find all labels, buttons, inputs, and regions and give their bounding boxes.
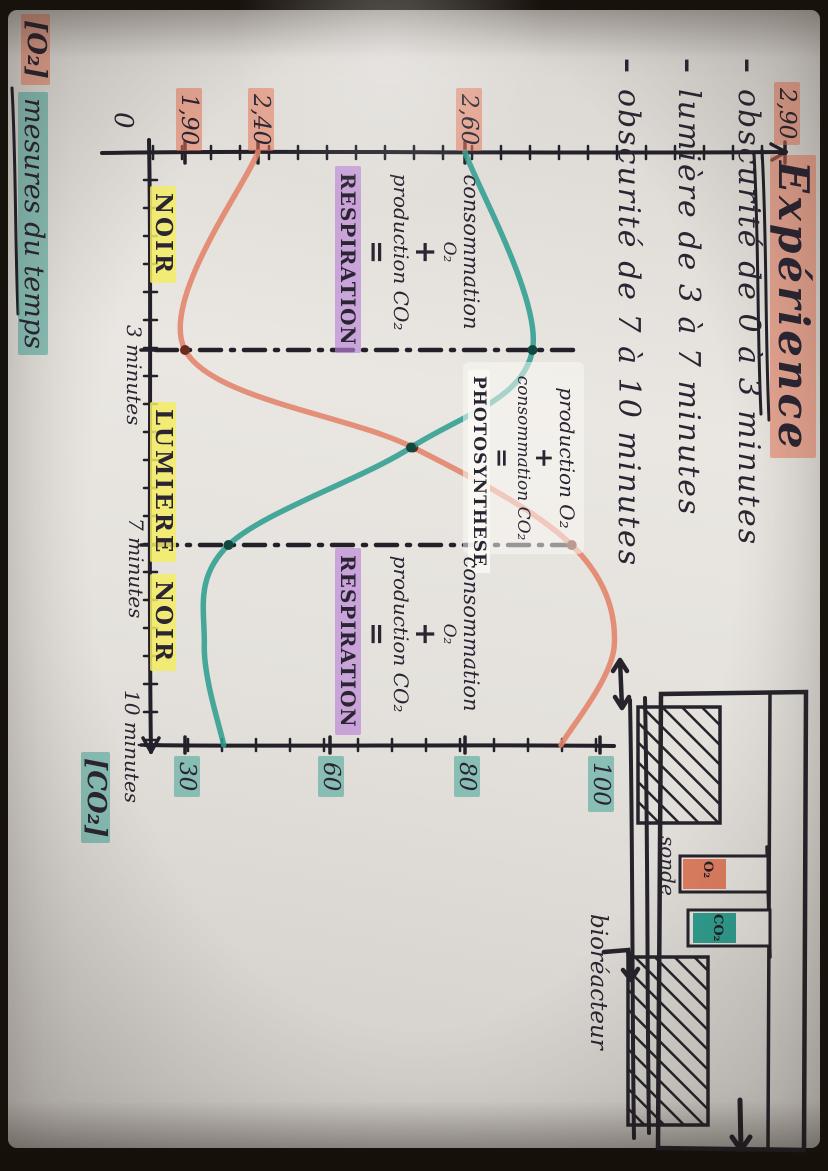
annotation-respiration-1: consommation O₂ + production CO₂ = RESPI…	[334, 166, 483, 353]
origin-label: 0	[108, 112, 138, 129]
o2-tick-190: 1,90	[175, 88, 202, 152]
note-text: lumière de 3 à 7 minutes	[671, 89, 706, 517]
bullet-dash: –	[611, 58, 646, 75]
annotation-line: consommation	[459, 556, 483, 712]
co2-tick-30: 30	[173, 756, 200, 798]
process-label-photosynthese: PHOTOSYNTHESE	[468, 370, 491, 573]
time-axis-title: mesures du temps	[17, 92, 49, 355]
period-noir-2: NOIR	[149, 574, 177, 671]
probe-tag-co2: CO₂	[710, 914, 725, 942]
equals-sign: =	[487, 447, 517, 469]
note-line-1: – obscurité de 0 à 3 minutes	[731, 58, 766, 546]
o2-axis-label: [O₂]	[20, 14, 51, 85]
curve-marker	[527, 345, 538, 355]
curve-marker	[223, 540, 234, 550]
process-label-respiration: RESPIRATION	[334, 166, 361, 353]
page-title: Expérience	[769, 155, 818, 458]
annotation-line: consommation	[459, 174, 483, 330]
process-label-respiration: RESPIRATION	[334, 548, 361, 735]
note-line-3: – obscurité de 7 à 10 minutes	[611, 58, 646, 567]
note-text: obscurité de 0 à 3 minutes	[731, 89, 766, 547]
bullet-dash: –	[671, 58, 706, 75]
hatched-stopper-right	[626, 955, 710, 1127]
curve-marker	[406, 442, 416, 453]
period-lumiere: LUMIERE	[149, 402, 177, 563]
probe-tip-co2	[693, 913, 736, 943]
probe-tip-o2	[683, 859, 726, 889]
equals-sign: =	[359, 239, 394, 265]
o2-tick-240: 2,40	[247, 88, 274, 152]
co2-axis-label: [CO₂]	[80, 752, 111, 844]
title-underline	[752, 148, 771, 422]
plus-sign: +	[409, 621, 444, 647]
equals-sign: =	[359, 621, 394, 647]
plus-sign: +	[409, 239, 444, 265]
bioreactor-pointer-arrow	[601, 947, 641, 983]
period-noir-1: NOIR	[149, 186, 177, 283]
co2-tick-100: 100	[587, 756, 614, 812]
note-text: obscurité de 7 à 10 minutes	[611, 89, 646, 568]
curve-marker	[180, 345, 190, 355]
time-tick-10min: 10 minutes	[120, 690, 144, 804]
device-label: bioréacteur	[585, 914, 611, 1050]
annotation-respiration-2: consommation O₂ + production CO₂ = RESPI…	[334, 548, 483, 735]
bullet-dash: –	[731, 58, 766, 75]
co2-tick-60: 60	[317, 756, 344, 798]
vessel-outline	[655, 689, 809, 1153]
probe-tag-o2: O₂	[700, 861, 715, 879]
curve-co2	[200, 149, 537, 748]
annotation-line: production O₂	[555, 387, 579, 529]
double-arrow	[610, 657, 632, 711]
probe-label: sonde	[656, 836, 680, 896]
bioreactor-sketch	[601, 657, 809, 1153]
o2-tick-290: 2,90	[773, 82, 800, 146]
annotation-photosynthese: production O₂ + consommation CO₂ = PHOTO…	[463, 362, 584, 573]
co2-axis-line	[143, 743, 616, 748]
o2-axis-line	[100, 149, 788, 155]
co2-tick-80: 80	[453, 756, 480, 798]
o2-tick-260: 2,60	[455, 88, 482, 152]
curve-o2	[177, 149, 618, 748]
side-arrow	[729, 1097, 753, 1153]
time-tick-3min: 3 minutes	[122, 325, 146, 426]
note-line-2: – lumière de 3 à 7 minutes	[671, 58, 706, 516]
time-tick-7min: 7 minutes	[124, 518, 148, 619]
plus-sign: +	[529, 447, 559, 469]
time-label-underline	[10, 86, 20, 316]
hatched-stopper-left	[636, 705, 722, 825]
